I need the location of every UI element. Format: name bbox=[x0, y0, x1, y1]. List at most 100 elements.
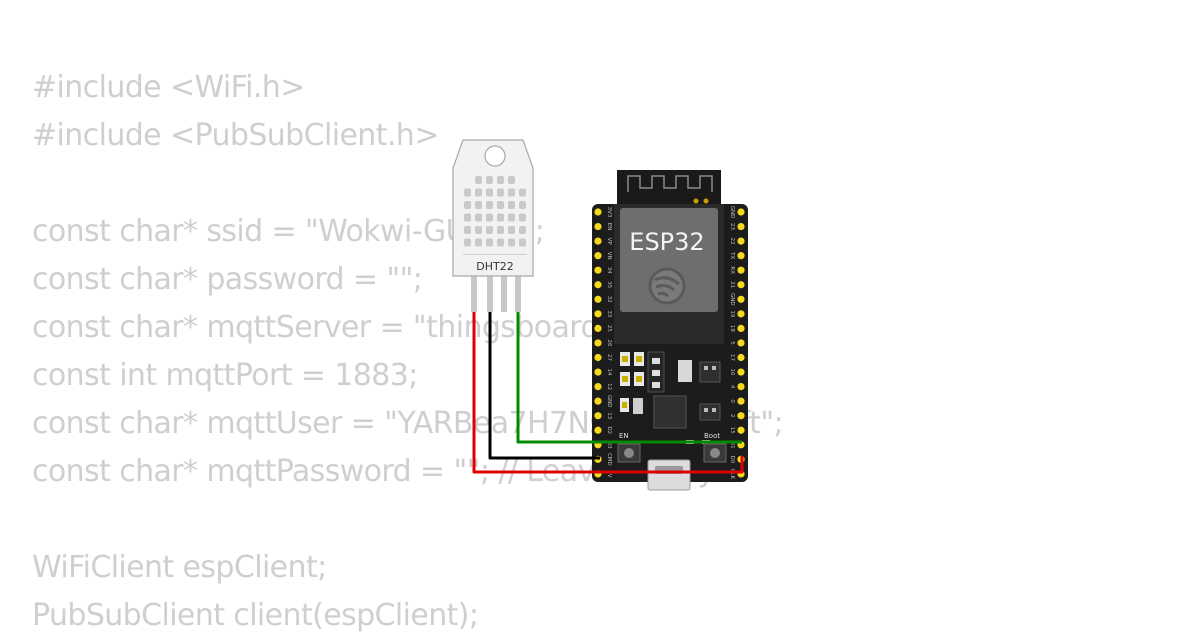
pin-hole[interactable] bbox=[737, 426, 745, 434]
pin-label: 13 bbox=[606, 412, 612, 419]
pin-label: 12 bbox=[606, 383, 612, 390]
pin-label: 22 bbox=[729, 238, 735, 245]
pin-hole[interactable] bbox=[737, 310, 745, 318]
vent-slot bbox=[475, 201, 482, 209]
vent-slot bbox=[475, 226, 482, 234]
pin-hole[interactable] bbox=[594, 310, 602, 318]
pin-hole[interactable] bbox=[737, 353, 745, 362]
vent-slot bbox=[508, 213, 515, 222]
pin-hole[interactable] bbox=[737, 208, 745, 216]
pin-hole[interactable] bbox=[594, 252, 602, 260]
vent-slot bbox=[497, 226, 504, 234]
code-line: const int mqttPort = 1883; bbox=[32, 358, 418, 393]
en-button[interactable]: EN bbox=[617, 432, 641, 463]
pin-label: 5 bbox=[729, 341, 735, 345]
vent-slot bbox=[464, 238, 471, 247]
pin-hole[interactable] bbox=[594, 426, 602, 434]
sensor-vent-grid bbox=[464, 176, 526, 247]
ground-wire bbox=[488, 312, 600, 460]
pin-hole[interactable] bbox=[594, 208, 602, 216]
pin-label: 26 bbox=[606, 339, 612, 346]
pin-hole[interactable] bbox=[594, 353, 602, 362]
vent-slot bbox=[475, 188, 482, 197]
vent-slot bbox=[464, 226, 471, 234]
pin-label: 33 bbox=[606, 310, 612, 317]
pin-label: GND bbox=[729, 293, 735, 306]
vent-slot bbox=[519, 213, 526, 222]
module-label: ESP32 bbox=[629, 228, 704, 256]
code-line: #include <PubSubClient.h> bbox=[32, 118, 439, 153]
vent-slot bbox=[486, 201, 493, 209]
vent-slot bbox=[508, 188, 515, 197]
pin-hole[interactable] bbox=[594, 237, 602, 245]
pin-hole[interactable] bbox=[594, 281, 602, 289]
dht22-sensor[interactable]: DHT22 bbox=[452, 139, 534, 277]
pin-hole[interactable] bbox=[737, 339, 745, 347]
pin-label: 4 bbox=[729, 385, 735, 389]
dht22-pins bbox=[471, 276, 521, 312]
vent-slot bbox=[519, 188, 526, 197]
vent-slot bbox=[486, 226, 493, 234]
pin-label: GND bbox=[729, 206, 735, 219]
pin-hole[interactable] bbox=[594, 368, 602, 376]
vent-slot bbox=[486, 238, 493, 247]
pin-label: D0 bbox=[729, 455, 735, 463]
pin-label: 34 bbox=[606, 267, 612, 274]
pin-label: CMD bbox=[606, 453, 612, 466]
pin-hole[interactable] bbox=[594, 412, 602, 420]
vent-slot bbox=[519, 226, 526, 234]
mounting-hole-icon bbox=[484, 145, 506, 167]
pin-hole[interactable] bbox=[737, 383, 745, 391]
pin-hole[interactable] bbox=[737, 295, 745, 303]
vent-slot bbox=[497, 176, 504, 184]
vent-slot bbox=[464, 201, 471, 209]
pin-label: 21 bbox=[729, 281, 735, 288]
pin-hole[interactable] bbox=[737, 368, 745, 376]
pin-hole[interactable] bbox=[737, 397, 745, 405]
pin-label: TX bbox=[729, 251, 735, 259]
pin-hole[interactable] bbox=[737, 237, 745, 245]
pin-label: 2 bbox=[729, 414, 735, 418]
pin-hole[interactable] bbox=[594, 383, 602, 391]
pin-label: GND bbox=[606, 395, 612, 408]
vent-slot bbox=[508, 201, 515, 209]
pin-hole[interactable] bbox=[737, 222, 745, 231]
vent-slot bbox=[508, 238, 515, 247]
pin-hole[interactable] bbox=[594, 222, 602, 231]
code-line: const char* password = ""; bbox=[32, 262, 423, 297]
code-editor-text: #include <WiFi.h>#include <PubSubClient.… bbox=[32, 64, 784, 640]
vent-slot bbox=[508, 226, 515, 234]
pin-label: CLK bbox=[729, 469, 735, 480]
pin-label: VN bbox=[606, 252, 612, 260]
en-button-label: EN bbox=[619, 432, 629, 440]
pin-hole[interactable] bbox=[737, 281, 745, 289]
pin-label: 25 bbox=[606, 325, 612, 332]
pin-hole[interactable] bbox=[594, 295, 602, 303]
pin-label: 16 bbox=[729, 369, 735, 376]
wires bbox=[472, 312, 744, 474]
pin-label: D3 bbox=[606, 441, 612, 449]
data-wire bbox=[516, 312, 742, 444]
pin-hole[interactable] bbox=[594, 324, 602, 332]
pin-hole[interactable] bbox=[594, 266, 602, 274]
pin-hole[interactable] bbox=[737, 252, 745, 260]
pin-label: D1 bbox=[729, 441, 735, 449]
code-line: WiFiClient espClient; bbox=[32, 550, 327, 585]
boot-button[interactable]: Boot bbox=[703, 432, 727, 463]
vent-slot bbox=[486, 188, 493, 197]
esp32-board[interactable]: ESP32 3V3ENVPVN343532332526271412GND13D2… bbox=[592, 170, 748, 491]
pin-hole[interactable] bbox=[594, 339, 602, 347]
pin-hole[interactable] bbox=[737, 412, 745, 420]
pin-label: RX bbox=[729, 266, 735, 274]
vent-slot bbox=[519, 201, 526, 209]
pin-label: 3V3 bbox=[606, 207, 612, 218]
pin-hole[interactable] bbox=[594, 397, 602, 405]
pin-label: 14 bbox=[606, 369, 612, 376]
pin-hole[interactable] bbox=[737, 266, 745, 274]
pin-label: 15 bbox=[729, 427, 735, 434]
vent-slot bbox=[486, 176, 493, 184]
pin-hole[interactable] bbox=[737, 324, 745, 332]
left-pin-labels: 3V3ENVPVN343532332526271412GND13D2D3CMD5… bbox=[606, 207, 612, 478]
